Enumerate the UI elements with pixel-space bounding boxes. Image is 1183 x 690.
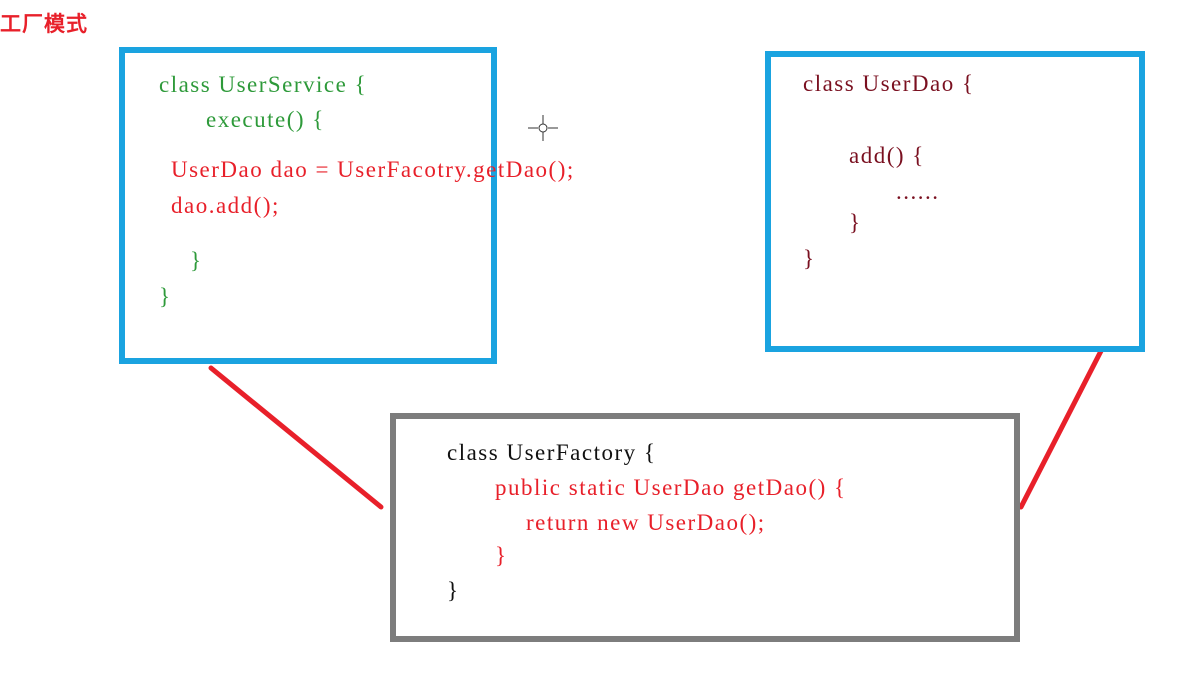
connector-dao-factory (1018, 346, 1105, 510)
user-dao-line-4: } (849, 210, 862, 235)
user-factory-line-1: class UserFactory { (447, 440, 657, 465)
user-service-line-2: execute() { (206, 107, 325, 132)
user-service-line-3: UserDao dao = UserFacotry.getDao(); (171, 157, 575, 182)
user-service-box (119, 47, 497, 364)
user-factory-line-5: } (447, 578, 460, 603)
user-service-line-4: dao.add(); (171, 193, 280, 218)
user-factory-box (390, 413, 1020, 642)
user-service-line-6: } (159, 284, 172, 309)
user-factory-line-4: } (495, 543, 508, 568)
user-service-line-5: } (190, 248, 203, 273)
connector-service-factory (208, 365, 384, 510)
crosshair-cursor-icon (528, 115, 558, 141)
user-dao-line-5: } (803, 246, 816, 271)
user-dao-box (765, 51, 1145, 352)
user-dao-line-1: class UserDao { (803, 71, 975, 96)
page-title: 工厂模式 (0, 12, 88, 36)
user-service-line-1: class UserService { (159, 72, 368, 97)
user-dao-line-3: ...... (896, 179, 940, 204)
user-dao-line-2: add() { (849, 143, 925, 168)
user-factory-line-3: return new UserDao(); (526, 510, 766, 535)
user-factory-line-2: public static UserDao getDao() { (495, 475, 847, 500)
